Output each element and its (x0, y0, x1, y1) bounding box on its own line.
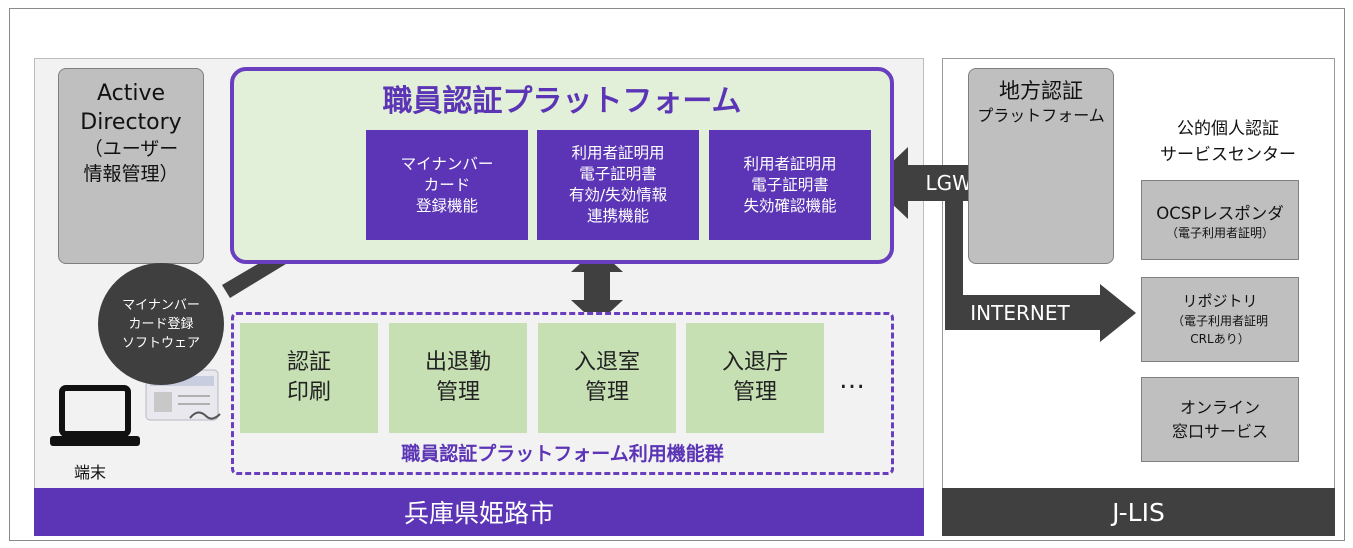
local-auth-platform-box: 地方認証 プラットフォーム (968, 68, 1114, 264)
building-access-app: 入退庁 管理 (686, 323, 824, 433)
repository-box: リポジトリ （電子利用者証明 CRLあり） (1141, 277, 1299, 362)
cert-status-link-function: 利用者証明用 電子証明書 有効/失効情報 連携機能 (537, 130, 699, 240)
function-line: 電子証明書 (751, 175, 829, 194)
app-line: 管理 (584, 380, 629, 405)
repository-sub2: CRLあり） (1190, 332, 1250, 346)
ocsp-sub: （電子利用者証明） (1165, 225, 1274, 240)
internet-label: INTERNET (970, 301, 1070, 325)
software-line: ソフトウェア (121, 335, 200, 351)
software-line: マイナンバー (122, 297, 200, 313)
function-line: 利用者証明用 (571, 144, 665, 162)
local-auth-line2: プラットフォーム (977, 106, 1105, 125)
ad-line2: Directory (80, 110, 182, 135)
software-line: カード登録 (128, 316, 194, 332)
mynumber-registration-function: マイナンバー カード 登録機能 (366, 130, 528, 240)
registration-software-circle: マイナンバー カード登録 ソフトウェア (98, 263, 224, 385)
app-line: 管理 (435, 380, 480, 405)
app-line: 入退室 (573, 350, 640, 375)
ocsp-responder-box: OCSPレスポンダ （電子利用者証明） (1141, 180, 1299, 260)
function-line: 電子証明書 (579, 165, 657, 183)
himeji-city-label: 兵庫県姫路市 (34, 488, 924, 536)
online-line1: オンライン (1179, 397, 1260, 417)
function-line: 失効確認機能 (743, 196, 837, 215)
app-line: 印刷 (286, 380, 331, 405)
auth-print-app: 認証 印刷 (240, 323, 378, 433)
diagram-frame (9, 8, 1345, 541)
ocsp-main: OCSPレスポンダ (1156, 203, 1284, 223)
ad-line3: （ユーザー (83, 138, 179, 160)
function-line: 利用者証明用 (743, 154, 837, 173)
function-line: 登録機能 (415, 196, 478, 215)
attendance-app: 出退勤 管理 (389, 323, 527, 433)
function-line: 有効/失効情報 (568, 186, 668, 204)
app-line: 管理 (732, 380, 777, 405)
app-line: 入退庁 (721, 350, 788, 375)
auth-platform-title: 職員認証プラットフォーム (382, 84, 742, 119)
ad-line4: 情報管理） (83, 163, 179, 185)
cert-revocation-check-function: 利用者証明用 電子証明書 失効確認機能 (709, 130, 871, 240)
jlis-label: J-LIS (942, 488, 1335, 536)
jpki-title-line1: 公的個人認証 (1177, 119, 1279, 139)
online-counter-box: オンライン 窓口サービス (1141, 377, 1299, 462)
more-apps-ellipsis: … (839, 365, 865, 395)
apps-group-label: 職員認証プラットフォーム利用機能群 (401, 442, 724, 465)
jpki-title-line2: サービスセンター (1160, 145, 1296, 165)
room-access-app: 入退室 管理 (538, 323, 676, 433)
jpki-center-title: 公的個人認証 サービスセンター (1128, 112, 1328, 172)
function-line: カード (423, 175, 471, 194)
online-line2: 窓口サービス (1171, 421, 1268, 441)
function-line: マイナンバー (400, 154, 494, 173)
app-line: 出退勤 (424, 350, 491, 375)
laptop-icon (50, 385, 140, 446)
local-auth-line1: 地方認証 (999, 79, 1083, 103)
repository-sub1: （電子利用者証明 (1171, 314, 1268, 328)
active-directory-box: Active Directory （ユーザー 情報管理） (58, 68, 204, 264)
repository-main: リポジトリ (1182, 292, 1258, 310)
internet-arrow (945, 201, 1136, 342)
ad-line1: Active (96, 81, 166, 106)
terminal-label: 端末 (73, 463, 106, 482)
function-line: 連携機能 (586, 207, 649, 225)
app-line: 認証 (286, 350, 331, 375)
platform-apps-arrow (571, 248, 623, 324)
